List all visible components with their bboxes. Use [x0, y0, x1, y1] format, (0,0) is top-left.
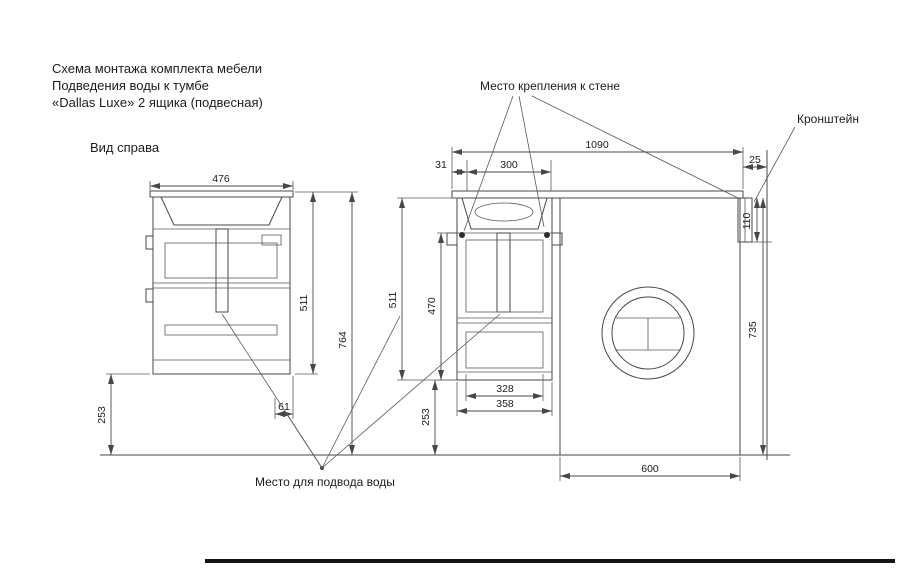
wall-mount-callout: Место крепления к стене — [463, 79, 741, 232]
front-cabinet-body — [456, 197, 553, 381]
dim-front-total-width-group: 1090 — [451, 139, 744, 189]
side-sink-basin — [160, 196, 283, 226]
side-countertop — [149, 190, 294, 198]
dim-front-edge-offset-group: 31 — [435, 159, 468, 191]
bracket-label: Кронштейн — [797, 112, 859, 126]
dim-front-edge-offset: 31 — [435, 159, 447, 171]
dim-side-floor-gap-group: 253 — [96, 373, 150, 455]
dim-wall-gap: 25 — [749, 154, 761, 166]
dim-front-width-group: 358 — [456, 382, 553, 416]
dim-counter-height: 735 — [747, 321, 759, 339]
dim-front-height-group: 511 — [387, 197, 457, 381]
wall-hook-left — [446, 232, 458, 246]
washer-door-outer — [601, 286, 695, 380]
title-line-1: Схема монтажа комплекта мебели — [52, 61, 262, 76]
dim-front-floor-gap: 253 — [420, 408, 432, 426]
dim-washer-width: 600 — [641, 463, 659, 475]
bottom-border-bar — [205, 559, 895, 563]
side-wall-tab-bottom — [145, 288, 154, 303]
front-upper-drawer — [465, 239, 544, 313]
title-line-3: «Dallas Luxe» 2 ящика (подвесная) — [52, 95, 263, 110]
side-lower-drawer — [164, 324, 278, 336]
front-lower-drawer — [465, 331, 544, 369]
dim-side-drain-offset: 61 — [278, 401, 290, 413]
front-view-cabinet — [446, 190, 744, 381]
dim-side-total-height-group: 764 — [337, 192, 355, 455]
dim-front-floor-gap-group: 253 — [420, 380, 438, 455]
washer-body — [559, 197, 741, 456]
front-drain-pipe — [496, 232, 511, 313]
dim-front-inner-width-group: 328 — [465, 374, 544, 401]
dim-front-inner-height-group: 470 — [426, 232, 455, 381]
side-view-cabinet — [145, 190, 294, 375]
wall-mount-label: Место крепления к стене — [480, 79, 620, 93]
dim-side-width-group: 476 — [149, 173, 294, 190]
mount-point-right — [544, 232, 550, 238]
dim-side-width: 476 — [212, 173, 230, 185]
side-wall-tab-top — [145, 235, 154, 250]
bracket-callout: Кронштейн — [753, 112, 859, 203]
side-drain-pipe — [215, 228, 229, 313]
dim-counter-height-group: 735 — [747, 198, 766, 455]
dim-front-inner-width: 328 — [496, 383, 514, 395]
dim-side-height-group: 511 — [295, 191, 358, 375]
title-block: Схема монтажа комплекта мебели Подведени… — [52, 61, 263, 110]
dim-bracket-height: 110 — [741, 212, 753, 229]
title-line-2: Подведения воды к тумбе — [52, 78, 209, 93]
dim-front-sink-width-group: 300 — [467, 159, 552, 191]
view-from-right-label: Вид справа — [90, 140, 160, 155]
dim-bracket-height-group: 110 — [741, 198, 772, 243]
wall-hook-right — [551, 232, 563, 246]
dim-side-drain-offset-group: 61 — [274, 376, 294, 419]
dim-front-inner-height: 470 — [426, 297, 438, 315]
dim-side-height: 511 — [298, 294, 310, 311]
dim-washer-width-group: 600 — [559, 457, 741, 481]
water-supply-label: Место для подвода воды — [255, 475, 395, 489]
washer-door-inner — [611, 296, 685, 370]
front-sink-basin — [461, 197, 548, 230]
water-supply-callout: Место для подвода воды — [221, 313, 501, 489]
mount-point-left — [459, 232, 465, 238]
dim-front-sink-width: 300 — [500, 159, 518, 171]
dim-front-width: 358 — [496, 398, 514, 410]
side-overflow-box — [261, 234, 282, 246]
dim-wall-gap-group: 25 — [743, 154, 767, 170]
wall-and-bracket — [737, 150, 768, 460]
front-sink-bowl — [474, 202, 534, 222]
side-upper-drawer — [164, 242, 278, 279]
dim-side-floor-gap: 253 — [96, 406, 108, 424]
dim-side-total-height: 764 — [337, 331, 349, 349]
countertop — [451, 190, 744, 199]
dim-front-total-width: 1090 — [585, 139, 609, 151]
dim-front-height: 511 — [387, 291, 399, 308]
washing-machine — [559, 197, 741, 456]
